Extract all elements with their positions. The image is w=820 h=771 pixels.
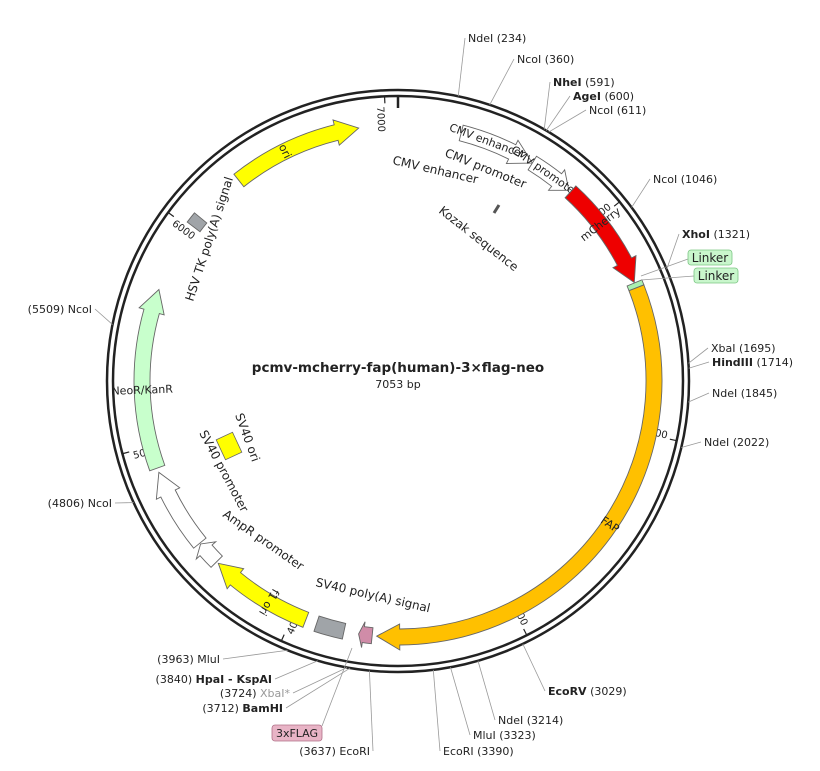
site-leader (631, 178, 651, 208)
feature-label-neor: NeoR/KanR (111, 383, 173, 398)
flag-leader (321, 647, 353, 727)
site-leader (688, 347, 709, 364)
flag-tag (271, 724, 323, 742)
site-leader (688, 392, 710, 403)
site-label: (3724) XbaI* (220, 687, 291, 700)
feature-label-ori: ori (276, 142, 294, 161)
site-label: XhoI (1321) (682, 228, 750, 241)
site-label: NcoI (1046) (653, 173, 717, 186)
site-label: HindIII (1714) (712, 356, 793, 369)
site-label: (5509) NcoI (28, 303, 92, 316)
site-label: EcoRV (3029) (548, 685, 627, 698)
linker-tag-1 (687, 249, 733, 266)
ampr-promoter-label: AmpR promoter (220, 507, 306, 573)
site-leader (543, 81, 551, 130)
tick-mark (669, 438, 677, 442)
site-label: AgeI (600) (573, 90, 634, 103)
site-leader (274, 660, 318, 680)
site-leader (545, 95, 571, 131)
kozak-marker (492, 204, 501, 214)
sv40-pa-label: SV40 poly(A) signal (314, 575, 431, 615)
site-leader (285, 667, 351, 709)
plasmid-title: pcmv-mcherry-fap(human)-3×flag-neo (252, 360, 544, 376)
plasmid-size: 7053 bp (375, 378, 420, 391)
site-leader (688, 361, 710, 369)
site-label: NdeI (1845) (712, 387, 777, 400)
restriction-sites: NdeI (234) NcoI (360) NheI (591)AgeI (600)… (28, 32, 793, 758)
site-label: EcoRI (3390) (443, 745, 514, 758)
kozak-label: Kozak sequence (436, 203, 521, 274)
linker-tag-2-label: Linker (698, 269, 735, 283)
site-label: NcoI (611) (589, 104, 646, 117)
feature-hsv-tk (186, 212, 208, 233)
feature-ampr-promoter (195, 541, 223, 569)
feature-neor (133, 288, 166, 472)
site-label: NheI (591) (553, 76, 615, 89)
tick-mark (280, 634, 285, 642)
site-leader (369, 670, 374, 752)
site-label: NdeI (2022) (704, 436, 769, 449)
site-leader (457, 37, 466, 97)
site-label: NcoI (360) (517, 53, 574, 66)
tick-mark (613, 201, 620, 207)
site-leader (666, 233, 680, 270)
site-leader (222, 649, 288, 660)
feature-label-cmv-promoter: CMV promoter (509, 143, 582, 199)
sv40-ori-label: SV40 ori (232, 411, 262, 463)
feature-fap (375, 284, 663, 651)
feature-sv40-promoter (155, 471, 207, 549)
site-leader (522, 643, 546, 692)
linker-tag-2 (693, 267, 739, 284)
sv40-ori-box (215, 431, 243, 461)
tick-label: 7000 (374, 106, 386, 132)
feature-f1-ori (217, 562, 310, 628)
site-label: (3963) MluI (157, 653, 220, 666)
site-label: MluI (3323) (473, 729, 536, 742)
site-label: (4806) NcoI (48, 497, 112, 510)
feature-cmv-promoter (527, 155, 570, 191)
site-label: (3712) BamHI (202, 702, 283, 715)
feature-sv40-pa (313, 615, 347, 640)
site-leader (432, 669, 441, 752)
feature-ori (233, 119, 360, 188)
site-label: (3637) EcoRI (299, 745, 370, 758)
site-label: (3840) HpaI - KspAI (156, 673, 272, 686)
site-leader (548, 109, 587, 133)
site-label: NdeI (3214) (498, 714, 563, 727)
feature-mcherry (564, 185, 637, 284)
site-label: NdeI (234) (468, 32, 526, 45)
tick-mark (167, 211, 175, 218)
backbone-ring (105, 88, 691, 674)
linker-leader-2 (640, 275, 695, 281)
tick-mark (122, 451, 130, 455)
feature-cmv-enhancer (458, 124, 534, 164)
flag-tag-label: 3xFLAG (276, 727, 318, 740)
site-leader (681, 441, 702, 448)
feature-flag (358, 621, 374, 648)
linker-tag-1-label: Linker (692, 251, 729, 265)
site-leader (450, 667, 471, 736)
site-leader (292, 667, 348, 694)
site-leader (94, 308, 113, 325)
linker-leader (640, 258, 689, 277)
tick-mark (523, 628, 528, 636)
site-leader (489, 58, 515, 106)
site-label: XbaI (1695) (711, 342, 776, 355)
backbone-outer-circle (105, 88, 691, 674)
site-leader (477, 660, 496, 721)
